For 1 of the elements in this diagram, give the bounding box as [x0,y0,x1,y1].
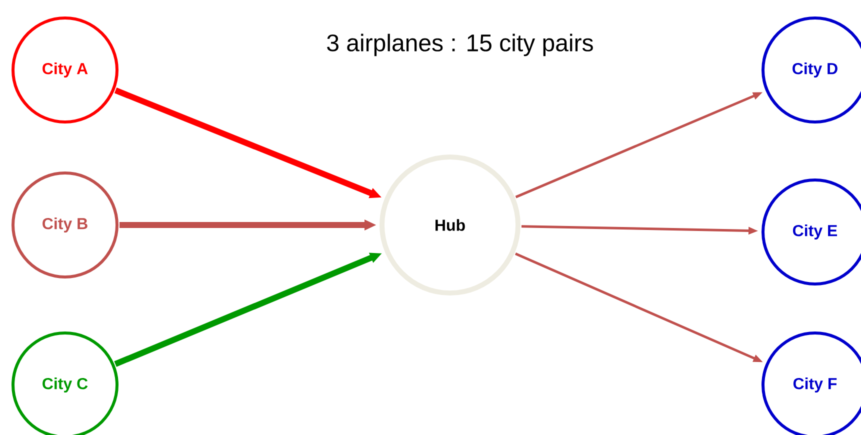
title: 3 airplanes : 15 city pairs [327,34,593,56]
